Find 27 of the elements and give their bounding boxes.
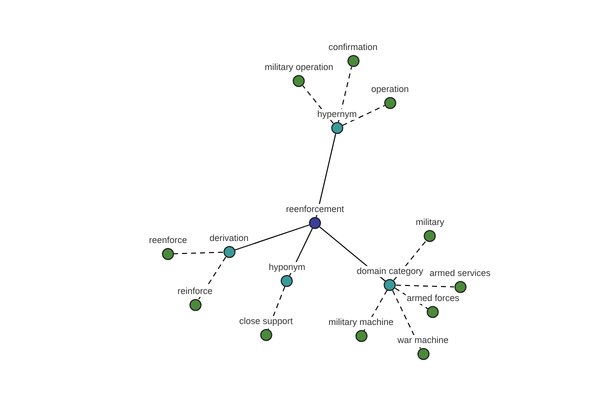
- dashed-connector: [268, 286, 286, 330]
- node-label: military: [414, 217, 446, 228]
- connector-line: [234, 224, 310, 251]
- node-label: close support: [238, 316, 294, 327]
- node-label: military machine: [327, 317, 395, 328]
- dashed-connector: [392, 290, 421, 350]
- node-label: reinforce: [176, 286, 214, 297]
- node-label: military operation: [264, 62, 334, 73]
- dashed-connector: [302, 85, 334, 124]
- connector-line: [316, 133, 336, 218]
- node-label: reenforcement: [284, 204, 346, 215]
- dashed-connector: [393, 240, 427, 281]
- node-label: domain category: [356, 266, 424, 277]
- dashed-connector: [396, 284, 454, 288]
- node-label: armed services: [428, 268, 492, 279]
- node-label: hyponym: [268, 262, 306, 273]
- node-label: hypernym: [316, 109, 358, 120]
- node-label: reenforce: [148, 235, 188, 246]
- node-label: war machine: [396, 335, 450, 346]
- dashed-connector: [174, 252, 224, 254]
- node-label: armed forces: [406, 293, 460, 304]
- dashed-connector: [363, 290, 388, 332]
- node-label: derivation: [208, 233, 250, 244]
- dashed-connector: [342, 105, 386, 126]
- dashed-connector: [338, 66, 352, 123]
- node-label: operation: [370, 84, 410, 95]
- node-label: confirmation: [327, 42, 379, 53]
